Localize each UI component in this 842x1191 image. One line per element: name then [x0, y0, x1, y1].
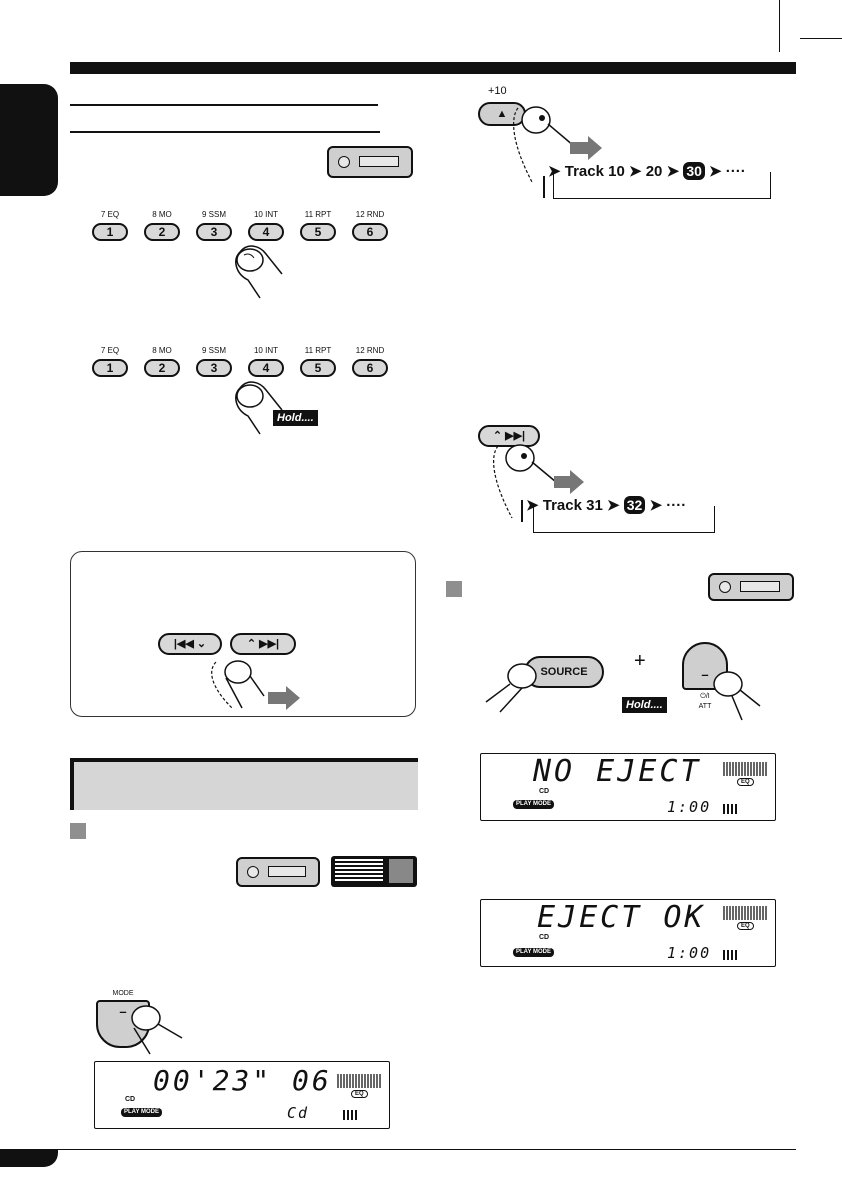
seq-start: Track 10 [564, 163, 625, 180]
preset-key-4[interactable]: 4 [248, 359, 284, 377]
seq-badge: 30 [683, 162, 705, 180]
preset-key-5[interactable]: 5 [300, 359, 336, 377]
lcd-eq-meter [337, 1074, 381, 1088]
preset-keys-row: 7 EQ 1 8 MO 2 9 SSM 3 10 INT 4 11 RPT 5 … [92, 210, 392, 246]
sequence-connector [543, 176, 545, 198]
preset-key-label: 10 INT [253, 346, 278, 355]
lcd-play-mode-indicator: PLAY MODE [513, 800, 555, 809]
preset-key-2[interactable]: 2 [144, 223, 180, 241]
preset-key-1[interactable]: 1 [92, 223, 128, 241]
preset-key-label: 10 INT [253, 210, 278, 219]
preset-key-6[interactable]: 6 [352, 223, 388, 241]
heading-underline [70, 104, 378, 106]
heading-underline [70, 131, 380, 133]
preset-key-label: 11 RPT [304, 346, 332, 355]
seq-badge: 32 [623, 496, 646, 514]
preset-key-2[interactable]: 2 [144, 359, 180, 377]
lcd-main-text: EJECT OK [537, 900, 706, 935]
lcd-main-text: 00'23" 06 [153, 1064, 332, 1097]
section-header [70, 758, 418, 810]
page-number-tab [0, 1149, 58, 1167]
finger-press-icon [485, 663, 537, 713]
header-bar [70, 62, 796, 74]
cd-slot-button-icon [708, 573, 794, 601]
lcd-display: EJECT OK CD PLAY MODE EQ 1:00 [480, 899, 776, 967]
footer-rule [0, 1149, 796, 1150]
language-tab [0, 84, 58, 196]
plus-sign: + [634, 650, 646, 672]
lcd-display: 00'23" 06 CD PLAY MODE EQ Cd [94, 1061, 390, 1129]
lcd-eq-label: EQ [737, 778, 754, 786]
seq-second: 20 [645, 163, 663, 180]
lcd-level-bars [343, 1110, 357, 1120]
lcd-eq-meter [723, 906, 767, 920]
eject-key-label: +10 [488, 85, 507, 97]
lcd-eq-meter [723, 762, 767, 776]
hold-indicator: Hold.... [622, 697, 667, 713]
preset-key-3[interactable]: 3 [196, 359, 232, 377]
skip-back-down-button[interactable]: |◀◀ ⌄ [158, 633, 222, 655]
seq-dots: ···· [666, 497, 687, 514]
lcd-clock: 1:00 [667, 798, 712, 816]
preset-key-5[interactable]: 5 [300, 223, 336, 241]
preset-key-4[interactable]: 4 [248, 223, 284, 241]
preset-key-6[interactable]: 6 [352, 359, 388, 377]
preset-key-label: 9 SSM [201, 210, 226, 219]
source-button[interactable]: SOURCE [524, 656, 604, 688]
track-sequence-box [553, 172, 771, 199]
preset-keys-row: 7 EQ 1 8 MO 2 9 SSM 3 10 INT 4 11 RPT 5 … [92, 346, 392, 382]
mode-key-label: MODE [112, 990, 134, 997]
power-key-label: ⏻/I [700, 693, 710, 700]
preset-key-label: 12 RND [355, 346, 385, 355]
lcd-clock: Cd [287, 1104, 310, 1122]
finger-press-icon [131, 1005, 183, 1055]
skip-up-forward-button[interactable]: ⌃ ▶▶| [230, 633, 296, 655]
lcd-eq-label: EQ [737, 922, 754, 930]
step-marker [446, 581, 462, 597]
lcd-level-bars [723, 804, 737, 814]
skip-up-forward-button[interactable]: ⌃ ▶▶| [478, 425, 540, 447]
hold-indicator: Hold.... [273, 410, 318, 426]
tip-box [70, 551, 416, 717]
preset-key-label: 9 SSM [201, 346, 226, 355]
preset-key-label: 12 RND [355, 210, 385, 219]
crop-mark-horizontal [800, 38, 842, 39]
finger-press-icon [713, 671, 761, 721]
preset-key-label: 11 RPT [304, 210, 332, 219]
lcd-play-mode-indicator: PLAY MODE [513, 948, 555, 957]
lcd-main-text: NO EJECT [533, 754, 702, 789]
finger-press-icon [235, 245, 283, 299]
lcd-cd-indicator: CD [539, 788, 550, 795]
cd-slot-button-icon [236, 857, 320, 887]
lcd-level-bars [723, 950, 737, 960]
seq-start: Track 31 [542, 497, 603, 514]
sequence-connector [521, 500, 523, 522]
lcd-clock: 1:00 [667, 944, 712, 962]
preset-key-label: 7 EQ [100, 346, 120, 355]
seq-dots: ···· [725, 163, 746, 180]
finger-slide-icon [493, 444, 584, 519]
lcd-eq-label: EQ [351, 1090, 368, 1098]
preset-key-label: 8 MO [152, 210, 172, 219]
finger-slide-icon [513, 106, 602, 183]
att-key-label: ATT [698, 703, 712, 710]
lcd-play-mode-indicator: PLAY MODE [121, 1108, 163, 1117]
crop-mark-vertical [779, 0, 780, 52]
cd-slot-button-icon [327, 146, 413, 178]
preset-key-1[interactable]: 1 [92, 359, 128, 377]
lcd-display: NO EJECT CD PLAY MODE EQ 1:00 [480, 753, 776, 821]
track-sequence-box [533, 506, 715, 533]
step-marker [70, 823, 86, 839]
track-sequence-skip: ➤ Track 31 ➤ 32 ➤ ···· [526, 496, 687, 514]
lcd-cd-indicator: CD [125, 1096, 136, 1103]
track-sequence-plus10: ➤ Track 10 ➤ 20 ➤ 30 ➤ ···· [548, 162, 746, 180]
preset-key-3[interactable]: 3 [196, 223, 232, 241]
preset-key-label: 8 MO [152, 346, 172, 355]
finger-slide-icon [211, 660, 300, 710]
lcd-cd-indicator: CD [539, 934, 550, 941]
panel-open-icon [331, 856, 417, 887]
finger-press-icon [235, 381, 283, 435]
preset-key-label: 7 EQ [100, 210, 120, 219]
